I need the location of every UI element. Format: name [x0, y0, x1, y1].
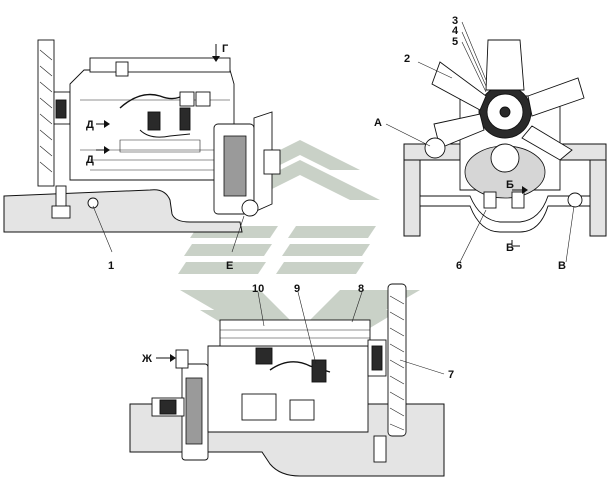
front-view [385, 21, 607, 263]
callout-v: В [558, 260, 566, 272]
callout-3: 3 [452, 15, 458, 27]
callout-8: 8 [358, 283, 364, 295]
side-view [3, 39, 281, 253]
callout-6: 6 [456, 260, 462, 272]
fan-front-view [431, 39, 585, 161]
callout-5: 5 [452, 36, 458, 48]
top-view [129, 283, 445, 477]
callout-e: Е [226, 260, 233, 272]
callout-7: 7 [448, 369, 454, 381]
callout-9: 9 [294, 283, 300, 295]
view-arrow-b-lower [511, 240, 520, 247]
callout-labels: 1 2 3 4 5 6 7 8 9 10 А В Е Г Д Д Б Б Ж [86, 15, 566, 381]
callout-1: 1 [108, 260, 114, 272]
callout-d-lower: Д [86, 154, 94, 166]
callout-10: 10 [252, 283, 264, 295]
fan-top-view [387, 283, 407, 437]
fan-side-view [37, 39, 55, 187]
callout-g: Г [222, 43, 229, 55]
callout-4: 4 [452, 25, 459, 37]
callout-2: 2 [404, 53, 410, 65]
callout-b-lower: Б [506, 242, 514, 254]
callout-zh: Ж [141, 353, 152, 365]
callout-b-upper: Б [506, 179, 514, 191]
callout-a: А [374, 117, 382, 129]
callout-d-upper: Д [86, 119, 94, 131]
